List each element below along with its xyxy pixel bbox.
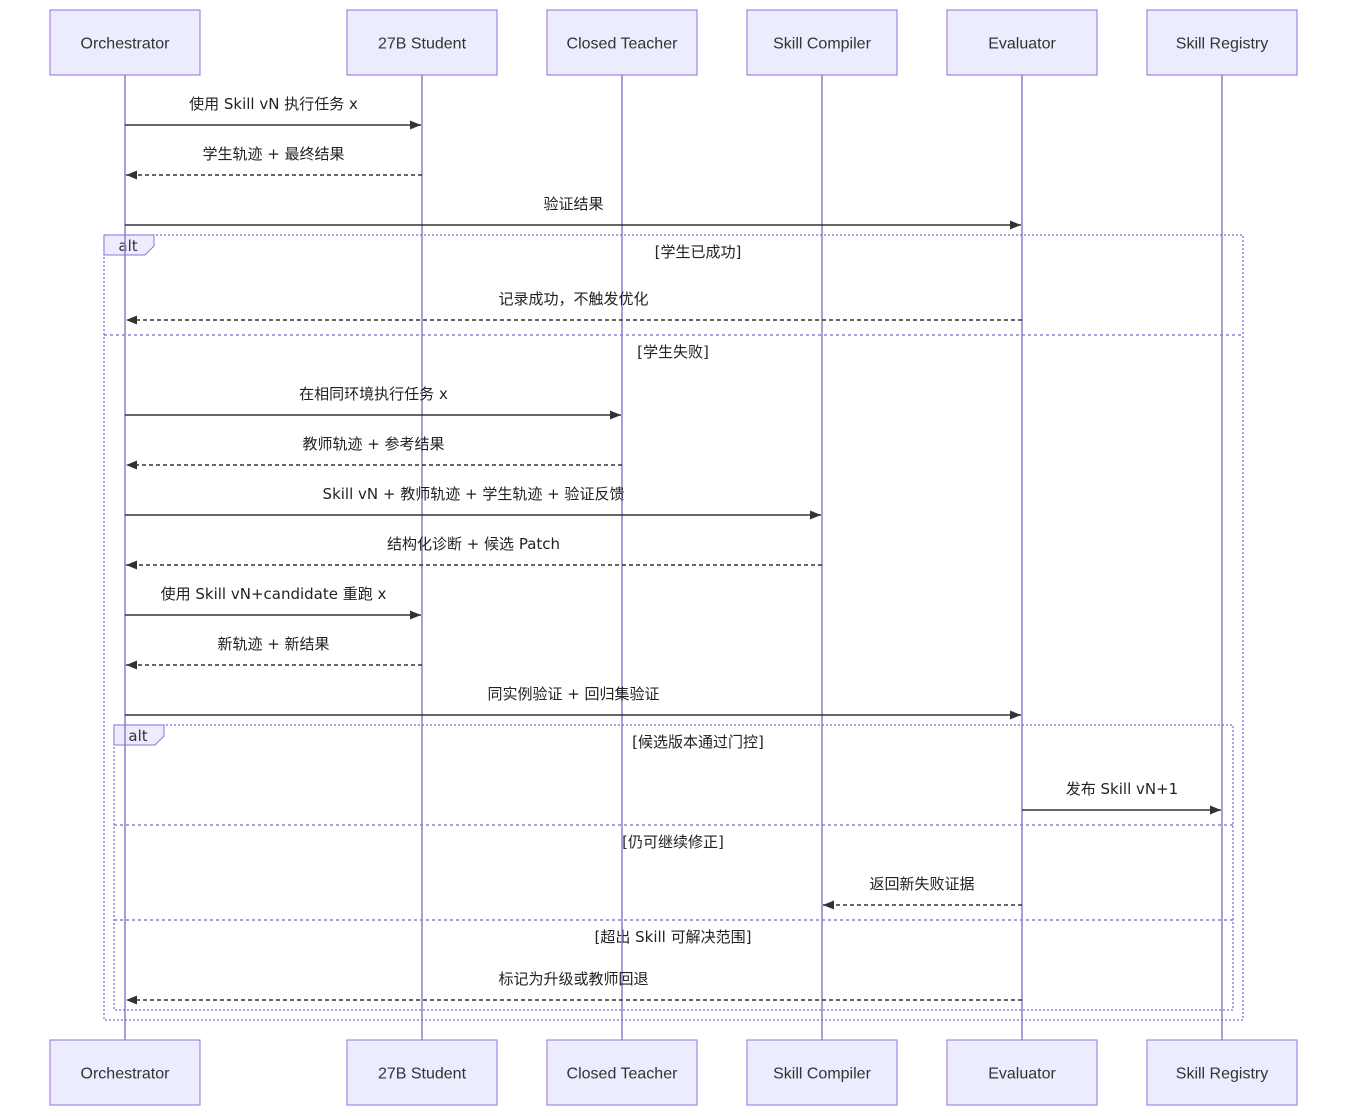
frame-condition: [学生失败] (637, 343, 709, 361)
actor-evaluator-bottom: Evaluator (946, 1039, 1098, 1106)
alt-frame-1: alt [学生已成功] [学生失败] (103, 234, 1244, 1021)
message-7: Skill vN + 教师轨迹 + 学生轨迹 + 验证反馈 (125, 485, 821, 520)
message-3: 验证结果 (125, 195, 1021, 230)
actor-label: Closed Teacher (567, 36, 679, 53)
actor-compiler-top: Skill Compiler (746, 9, 898, 76)
actor-box (49, 9, 201, 76)
message-label: 使用 Skill vN 执行任务 x (189, 95, 358, 113)
actor-box (546, 1039, 698, 1106)
frame-border (113, 724, 1234, 1011)
frame-tab (113, 724, 165, 746)
alt-frame-2: alt [候选版本通过门控] [仍可继续修正] [超出 Skill 可解决范围] (113, 724, 1234, 1011)
message-label: 标记为升级或教师回退 (498, 970, 648, 988)
message-label: 验证结果 (543, 195, 603, 213)
message-12: 发布 Skill vN+1 (1022, 780, 1221, 815)
actor-compiler-bottom: Skill Compiler (746, 1039, 898, 1106)
message-8: 结构化诊断 + 候选 Patch (126, 535, 822, 570)
actor-registry-bottom: Skill Registry (1146, 1039, 1298, 1106)
message-label: 在相同环境执行任务 x (299, 385, 448, 403)
actor-label: 27B Student (378, 1066, 467, 1083)
actor-label: 27B Student (378, 36, 467, 53)
actor-box (946, 9, 1098, 76)
frame-tab (103, 234, 155, 256)
actor-student-bottom: 27B Student (346, 1039, 498, 1106)
message-label: 记录成功，不触发优化 (498, 290, 648, 308)
actor-box (746, 1039, 898, 1106)
message-label: 同实例验证 + 回归集验证 (487, 685, 659, 703)
actor-label: Skill Registry (1176, 1066, 1268, 1083)
frame-border (103, 234, 1244, 1021)
frame-condition: [仍可继续修正] (622, 833, 724, 851)
actor-label: Skill Registry (1176, 36, 1268, 53)
actor-label: Orchestrator (81, 36, 171, 53)
actor-orch-top: Orchestrator (49, 9, 201, 76)
frame-condition: [学生已成功] (655, 243, 742, 261)
actor-label: Closed Teacher (567, 1066, 679, 1083)
actor-box (746, 9, 898, 76)
message-11: 同实例验证 + 回归集验证 (125, 685, 1021, 720)
actor-box (49, 1039, 201, 1106)
message-5: 在相同环境执行任务 x (125, 385, 621, 420)
actor-box (546, 9, 698, 76)
message-label: Skill vN + 教师轨迹 + 学生轨迹 + 验证反馈 (323, 485, 625, 503)
message-4: 记录成功，不触发优化 (126, 290, 1022, 325)
actor-teacher-bottom: Closed Teacher (546, 1039, 698, 1106)
actor-box (946, 1039, 1098, 1106)
message-14: 标记为升级或教师回退 (126, 970, 1022, 1005)
message-label: 教师轨迹 + 参考结果 (302, 435, 444, 453)
actor-label: Orchestrator (81, 1066, 171, 1083)
actor-student-top: 27B Student (346, 9, 498, 76)
actor-box (1146, 1039, 1298, 1106)
actor-evaluator-top: Evaluator (946, 9, 1098, 76)
message-label: 新轨迹 + 新结果 (217, 635, 329, 653)
message-label: 结构化诊断 + 候选 Patch (387, 535, 560, 553)
actor-box (1146, 9, 1298, 76)
message-1: 使用 Skill vN 执行任务 x (125, 95, 421, 130)
actor-label: Evaluator (988, 1066, 1056, 1083)
message-10: 新轨迹 + 新结果 (126, 635, 422, 670)
actor-label: Skill Compiler (773, 1066, 871, 1083)
actor-box (346, 1039, 498, 1106)
actor-orch-bottom: Orchestrator (49, 1039, 201, 1106)
message-label: 使用 Skill vN+candidate 重跑 x (161, 585, 387, 603)
frame-condition: [候选版本通过门控] (632, 733, 764, 751)
message-label: 返回新失败证据 (869, 875, 974, 893)
actor-teacher-top: Closed Teacher (546, 9, 698, 76)
message-2: 学生轨迹 + 最终结果 (126, 145, 422, 180)
frame-keyword: alt (128, 727, 147, 745)
actor-box (346, 9, 498, 76)
actor-label: Skill Compiler (773, 36, 871, 53)
message-label: 学生轨迹 + 最终结果 (202, 145, 344, 163)
message-6: 教师轨迹 + 参考结果 (126, 435, 622, 470)
actor-registry-top: Skill Registry (1146, 9, 1298, 76)
frame-keyword: alt (118, 237, 137, 255)
frame-condition: [超出 Skill 可解决范围] (595, 928, 752, 946)
message-9: 使用 Skill vN+candidate 重跑 x (125, 585, 421, 620)
message-label: 发布 Skill vN+1 (1066, 780, 1178, 798)
actor-label: Evaluator (988, 36, 1056, 53)
message-13: 返回新失败证据 (823, 875, 1022, 910)
